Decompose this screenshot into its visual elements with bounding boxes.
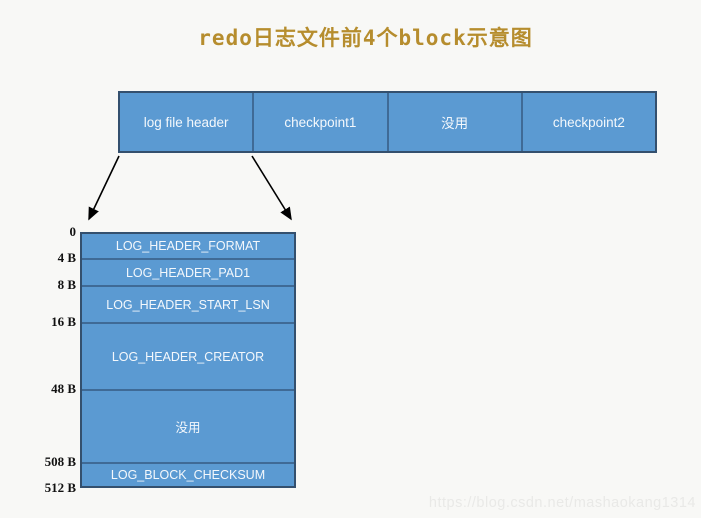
block-cell-label: log file header [143, 114, 229, 130]
stack-row-start-lsn: LOG_HEADER_START_LSN [82, 287, 294, 324]
block-cell-label: 没用 [441, 116, 469, 131]
block-cell-label: checkpoint2 [552, 114, 625, 130]
stack-row-label: LOG_BLOCK_CHECKSUM [110, 468, 266, 482]
block-row: log file header checkpoint1 没用 checkpoin… [118, 91, 657, 153]
offset-label-48b: 48 B [51, 381, 76, 396]
watermark-url: https://blog.csdn.net/mashaokang1314 [428, 495, 696, 511]
offset-label-508b: 508 B [44, 454, 76, 469]
stack-row-label: LOG_HEADER_CREATOR [111, 349, 265, 364]
stack-row-label: LOG_HEADER_START_LSN [106, 297, 270, 312]
block-cell-checkpoint1: checkpoint1 [254, 93, 389, 151]
diagram-title: redo日志文件前4个block示意图 [198, 26, 533, 50]
arrow-right [251, 155, 292, 221]
block-cell-label: checkpoint1 [284, 114, 357, 130]
byte-offset-labels: 0 4 B 8 B 16 B 48 B 508 B 512 B [0, 0, 76, 518]
offset-label-8b: 8 B [57, 277, 76, 292]
offset-label-0: 0 [69, 224, 77, 239]
stack-row-label: 没用 [175, 421, 201, 435]
block-cell-unused: 没用 [389, 93, 523, 151]
block-cell-checkpoint2: checkpoint2 [523, 93, 655, 151]
block-cell-log-file-header: log file header [120, 93, 255, 151]
log-file-header-stack: LOG_HEADER_FORMAT LOG_HEADER_PAD1 LOG_HE… [80, 232, 296, 488]
offset-label-4b: 4 B [57, 250, 76, 265]
offset-label-16b: 16 B [51, 314, 76, 329]
stack-row-checksum: LOG_BLOCK_CHECKSUM [82, 464, 294, 486]
stack-row-label: LOG_HEADER_PAD1 [125, 265, 251, 280]
offset-label-512b: 512 B [44, 480, 76, 495]
stack-row-creator: LOG_HEADER_CREATOR [82, 324, 294, 391]
arrow-left [88, 155, 120, 221]
stack-row-unused: 没用 [82, 391, 294, 464]
stack-row-format: LOG_HEADER_FORMAT [82, 234, 294, 260]
stack-row-label: LOG_HEADER_FORMAT [115, 239, 261, 253]
stack-row-pad1: LOG_HEADER_PAD1 [82, 260, 294, 287]
